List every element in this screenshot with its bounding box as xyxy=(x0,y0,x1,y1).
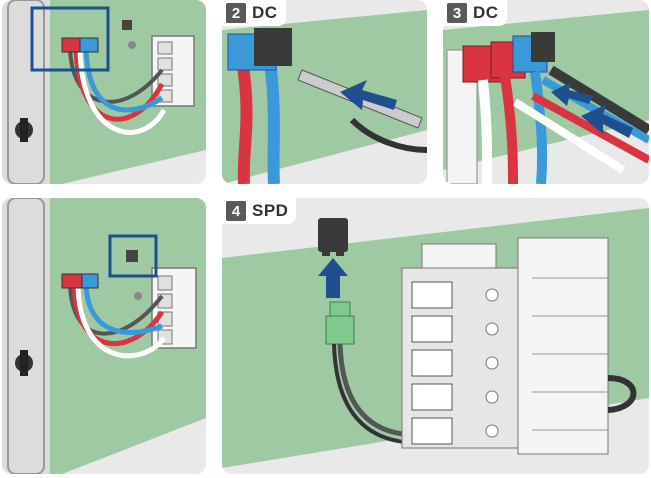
insert-arrow-icon xyxy=(340,80,397,110)
insert-arrow-icon xyxy=(551,82,633,138)
step-number: 3 xyxy=(447,3,467,23)
step-number: 2 xyxy=(226,3,246,23)
panel-step-3: 3 DC xyxy=(443,0,649,184)
spd-overview-illustration xyxy=(2,198,206,474)
step-2-illustration xyxy=(222,0,427,184)
step-label: DC xyxy=(252,3,278,22)
step-4-badge: 4 SPD xyxy=(222,198,297,224)
spd-highlight-frame xyxy=(108,234,158,278)
step-number: 4 xyxy=(226,201,246,221)
insert-arrow-icon xyxy=(318,258,348,298)
step-2-badge: 2 DC xyxy=(222,0,286,26)
step-3-badge: 3 DC xyxy=(443,0,507,26)
dc-highlight-frame xyxy=(30,6,110,72)
spd-connector-icon xyxy=(318,218,348,256)
panel-dc-overview xyxy=(2,0,206,184)
panel-step-4: 4 SPD xyxy=(222,198,649,474)
step-4-illustration xyxy=(222,198,649,474)
terminal-block-icon xyxy=(401,237,609,455)
step-label: DC xyxy=(473,3,499,22)
panel-spd-overview xyxy=(2,198,206,474)
step-label: SPD xyxy=(252,201,289,220)
panel-step-2: 2 DC xyxy=(222,0,427,184)
dc-overview-illustration xyxy=(2,0,206,184)
step-3-illustration xyxy=(443,0,649,184)
